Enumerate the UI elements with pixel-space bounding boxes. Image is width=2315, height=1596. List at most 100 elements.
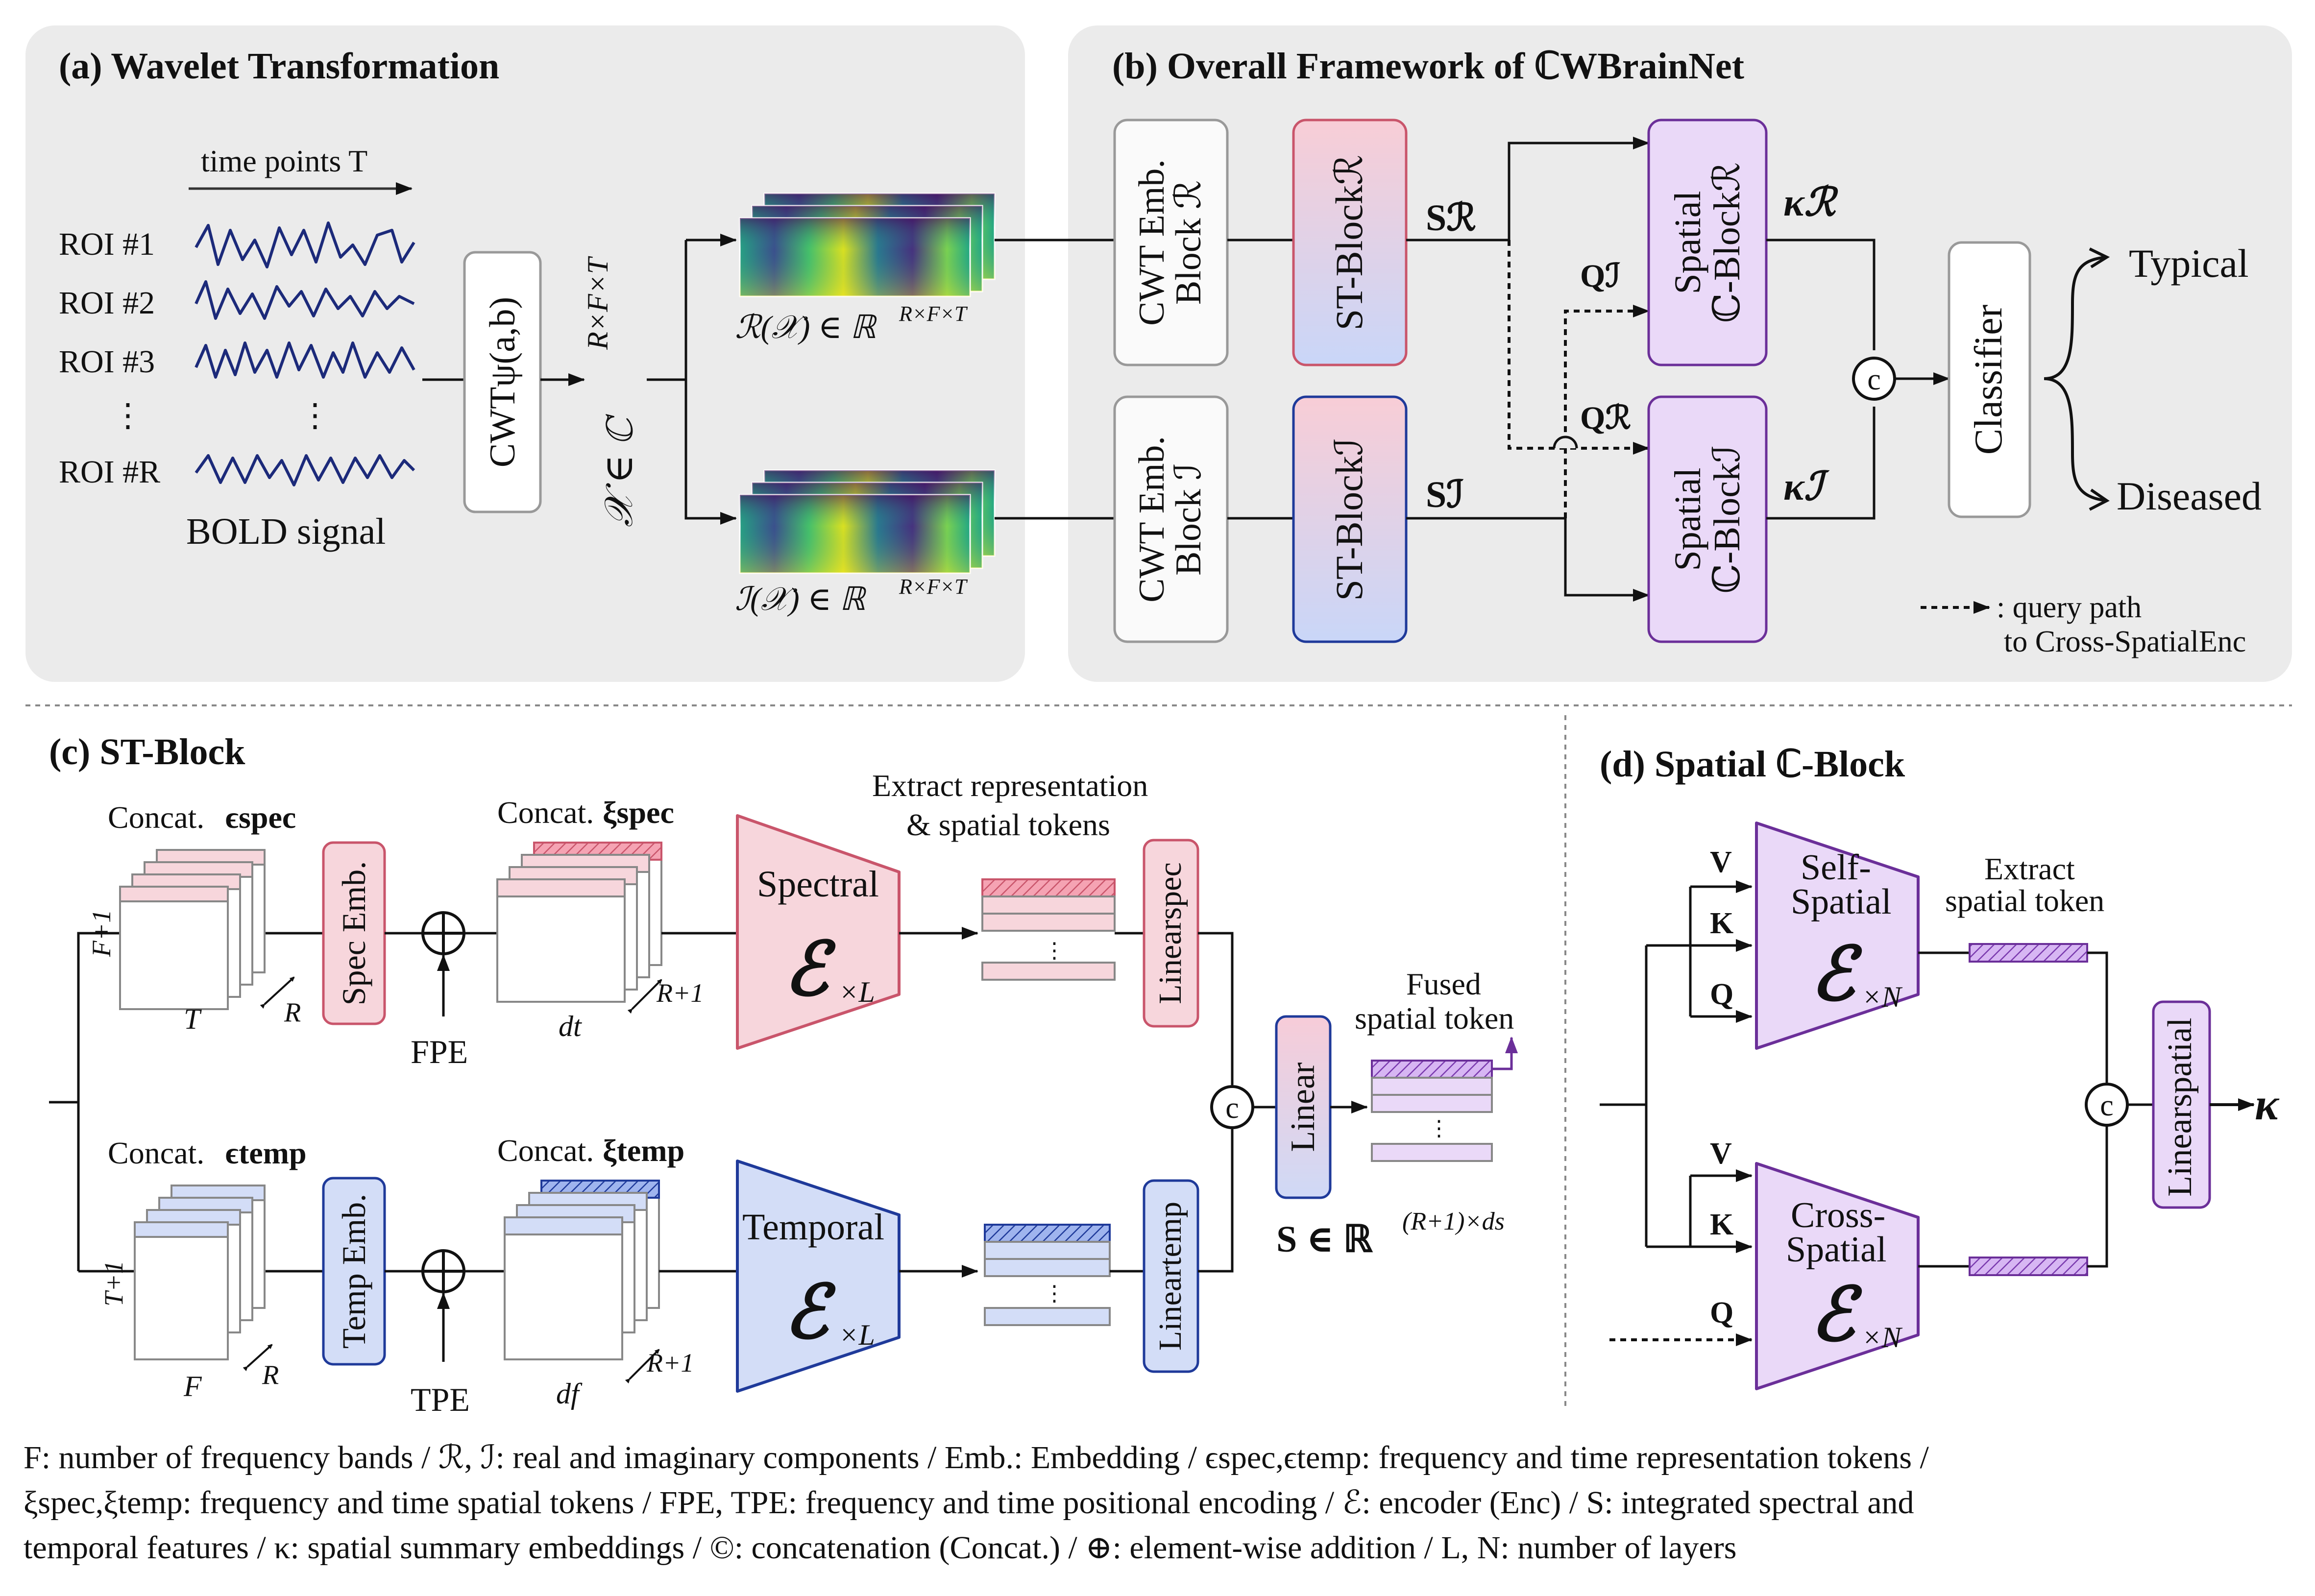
f-plus-1-label: F+1 xyxy=(87,910,116,957)
st-block-r-label: ST-Blockℛ xyxy=(1328,155,1370,330)
output-diseased: Diseased xyxy=(2117,474,2262,518)
panel-b: (b) Overall Framework of ℂWBrainNet CWT … xyxy=(995,25,2292,682)
query-path-si xyxy=(1564,305,1650,518)
split-connector-lower xyxy=(684,380,737,525)
st-block-r xyxy=(1292,119,1408,366)
s-r-label: Sℛ xyxy=(1426,197,1476,239)
connector-kappa-r xyxy=(1766,239,1876,350)
spectral-encoder-label: Spectral xyxy=(757,864,879,905)
kappa-output-label: κ xyxy=(2255,1079,2280,1129)
r-plus-1-label-spec: R+1 xyxy=(656,978,704,1008)
linear-temp-label: Lineartemp xyxy=(1152,1202,1188,1351)
path-sr-to-spatial-r xyxy=(1406,137,1650,242)
output-arrowhead-diseased xyxy=(2089,488,2110,511)
temp-spatial-token xyxy=(984,1224,1111,1243)
imag-component-sup: R×F×T xyxy=(899,575,968,599)
r-plus-1-arrow-spec xyxy=(627,979,662,1014)
self-spatial-encoder xyxy=(1755,822,1920,1050)
panel-a-title: (a) Wavelet Transformation xyxy=(59,46,499,87)
cross-q-label: Q xyxy=(1710,1296,1733,1330)
connector-self-token-to-concat xyxy=(2087,951,2108,1083)
spec-spatial-token xyxy=(981,878,1116,897)
classifier-label: Classifier xyxy=(1967,305,2010,455)
caption-line-3: temporal features / κ: spatial summary e… xyxy=(24,1530,1737,1566)
xi-spec-stack xyxy=(496,842,662,1003)
spectral-encoder-symbol: ℰ xyxy=(784,929,836,1011)
spectral-encoder xyxy=(736,814,901,1050)
s-dim-sup: (R+1)×ds xyxy=(1402,1208,1505,1235)
add-node-temp xyxy=(421,1249,465,1293)
self-q-label: Q xyxy=(1710,978,1733,1011)
spatial-input-split xyxy=(1600,945,1648,1106)
temp-token-dots: ⋮ xyxy=(1044,1282,1065,1306)
concat-eps-spec-label: Concat. xyxy=(108,800,204,835)
r-dim-label-temp: R xyxy=(262,1360,279,1390)
xi-temp-symbol: ξtemp xyxy=(603,1133,684,1168)
temporal-encoder-times-l: ×L xyxy=(839,1319,875,1351)
imag-component-label: ℐ(𝒳) ∈ ℝ xyxy=(735,581,867,617)
concat-xi-spec-label: Concat. xyxy=(497,795,594,830)
spec-token-stack: ⋮ xyxy=(981,878,1116,981)
cwt-label: CWTψ(a,b) xyxy=(483,297,523,467)
connector-cross-token-to-concat xyxy=(2087,1126,2108,1268)
extract-token-line1: Extract xyxy=(1984,851,2075,886)
spatial-c-block-i-line1: Spatial xyxy=(1667,467,1708,571)
fused-spatial-token xyxy=(1371,1060,1493,1079)
panel-d: (d) Spatial ℂ-Block V K Q Self- Spatial … xyxy=(1600,744,2280,1390)
q-i-label: Qℐ xyxy=(1580,258,1620,294)
path-si-to-spatial-i xyxy=(1406,517,1650,602)
self-spatial-token xyxy=(1969,943,2088,963)
kappa-i-label: κℐ xyxy=(1783,465,1830,508)
s-i-label: Sℐ xyxy=(1426,474,1464,515)
real-component-sup: R×F×T xyxy=(899,302,968,326)
bold-signals xyxy=(195,221,415,486)
temporal-encoder-symbol: ℰ xyxy=(784,1272,836,1354)
t-plus-1-label: T+1 xyxy=(99,1260,128,1306)
self-v-k-q-bus xyxy=(1646,944,1692,1016)
cwt-emb-block-i-line1: CWT Emb. xyxy=(1132,436,1172,603)
extract-repr-line1: Extract representation xyxy=(872,768,1148,803)
spatial-c-block-r xyxy=(1647,119,1768,366)
cross-spatial-encoder xyxy=(1755,1162,1920,1390)
r-plus-1-label-temp: R+1 xyxy=(646,1348,694,1378)
spatial-c-block-r-line2: ℂ-Blockℛ xyxy=(1706,162,1748,323)
extract-token-line2: spatial token xyxy=(1945,883,2104,918)
legend-query-path-text2: to Cross-SpatialEnc xyxy=(2004,625,2246,658)
temporal-encoder-label: Temporal xyxy=(742,1207,884,1248)
linear-spatial-label: Linearspatial xyxy=(2161,1017,2199,1196)
self-spatial-symbol: ℰ xyxy=(1810,934,1863,1016)
xi-temp-stack xyxy=(504,1180,660,1360)
concat-eps-temp-label: Concat. xyxy=(108,1136,204,1170)
panel-c-title: (c) ST-Block xyxy=(49,731,245,773)
query-path-sr xyxy=(1508,240,1650,455)
bold-signal-2 xyxy=(195,280,415,320)
x-in-c-label: 𝒳 ∈ ℂ xyxy=(598,414,641,527)
path-crossing-bump xyxy=(1553,435,1578,449)
panel-c: (c) ST-Block Concat. ϵspec F+1 T R Spec … xyxy=(49,731,1518,1418)
cwt-emb-block-r-line1: CWT Emb. xyxy=(1132,159,1172,326)
spectral-encoder-times-l: ×L xyxy=(839,976,875,1008)
q-r-label: Qℛ xyxy=(1580,400,1631,436)
roi-label-r: ROI #R xyxy=(59,454,160,490)
spec-token-dots: ⋮ xyxy=(1044,939,1065,963)
spatial-c-block-i-line2: ℂ-Blockℐ xyxy=(1706,445,1748,593)
fused-token-line2: spatial token xyxy=(1355,1001,1514,1036)
panel-d-title: (d) Spatial ℂ-Block xyxy=(1600,744,1905,785)
t-dim-label: T xyxy=(184,1003,202,1035)
temp-token-stack: ⋮ xyxy=(984,1224,1111,1326)
caption-line-1: F: number of frequency bands / ℛ, ℐ: rea… xyxy=(24,1440,1929,1475)
cwt-emb-block-i-line2: Block ℐ xyxy=(1169,463,1209,576)
fused-token-stack: ⋮ xyxy=(1371,1060,1493,1162)
caption-line-2: ξspec,ξtemp: frequency and time spatial … xyxy=(24,1485,1914,1521)
linear-temp-box xyxy=(1143,1179,1199,1373)
bold-signal-3 xyxy=(195,341,415,379)
cross-spatial-symbol: ℰ xyxy=(1810,1275,1863,1356)
signal-dots: ⋮ xyxy=(299,398,331,434)
concat-node-d-label: c xyxy=(2100,1089,2114,1122)
self-spatial-times-n: ×N xyxy=(1862,981,1902,1013)
eps-temp-stack xyxy=(134,1185,266,1360)
panel-a: (a) Wavelet Transformation time points T… xyxy=(25,25,1025,682)
roi-label-3: ROI #3 xyxy=(59,344,155,380)
cross-spatial-token xyxy=(1969,1257,2088,1276)
self-v-label: V xyxy=(1710,846,1732,879)
